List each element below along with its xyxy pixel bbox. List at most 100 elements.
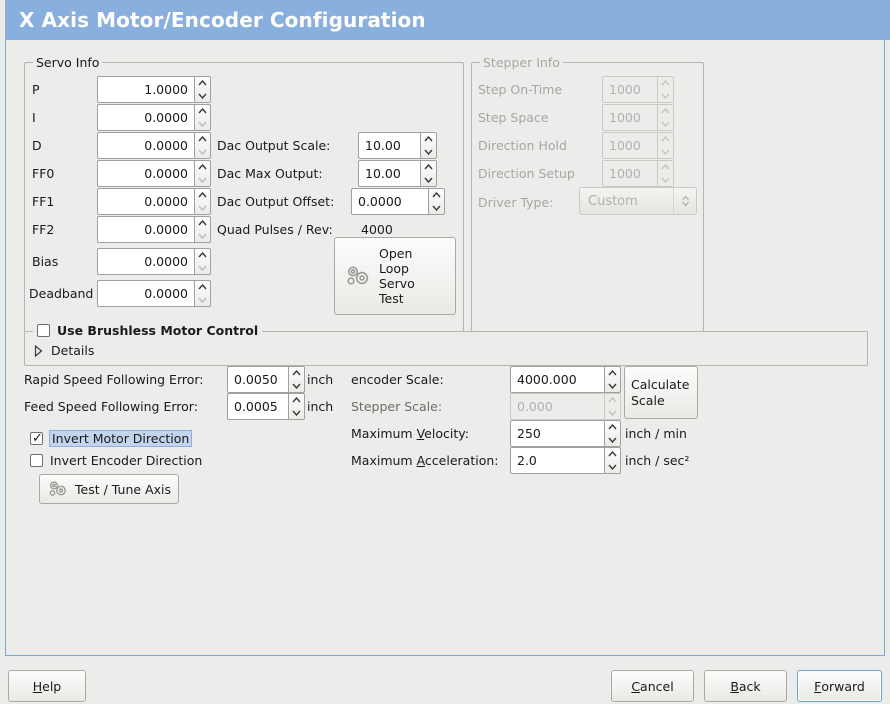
spin-down-icon — [195, 202, 210, 215]
spin-up-icon[interactable] — [195, 161, 210, 174]
servo-spin-deadband-value[interactable]: 0.0000 — [97, 280, 194, 307]
maximum-acceleration-spin[interactable]: 2.0 — [510, 447, 621, 474]
maximum-velocity-buttons[interactable] — [604, 420, 621, 447]
triangle-right-icon[interactable] — [34, 344, 43, 357]
dac-output-offset-value[interactable]: 0.0000 — [351, 188, 428, 215]
spin-down-icon[interactable] — [605, 380, 620, 393]
invert-motor-direction-checkbox[interactable]: ✓ Invert Motor Direction — [30, 430, 193, 447]
maximum-acceleration-value[interactable]: 2.0 — [510, 447, 604, 474]
servo-spin-bias[interactable]: 0.0000 — [97, 248, 211, 275]
dac-output-offset-buttons[interactable] — [428, 188, 445, 215]
dac-max-output-value[interactable]: 10.00 — [358, 160, 420, 187]
spin-up-icon — [658, 161, 673, 174]
calculate-scale-button[interactable]: Calculate Scale — [624, 366, 698, 419]
checkbox-box[interactable] — [30, 454, 43, 467]
details-expander[interactable]: Details — [34, 343, 94, 358]
maximum-acceleration-buttons[interactable] — [604, 447, 621, 474]
feed-speed-following-error-value[interactable]: 0.0005 — [227, 393, 288, 420]
servo-label-bias: Bias — [32, 254, 59, 269]
use-brushless-motor-control-checkbox[interactable]: Use Brushless Motor Control — [33, 323, 263, 338]
driver-type-combobox: Custom — [579, 187, 697, 215]
checkbox-box[interactable] — [37, 324, 50, 337]
spin-up-icon[interactable] — [195, 189, 210, 202]
servo-spin-ff2[interactable]: 0.0000 — [97, 216, 211, 243]
servo-spin-ff0-buttons[interactable] — [194, 160, 211, 187]
servo-spin-ff2-value[interactable]: 0.0000 — [97, 216, 194, 243]
spin-up-icon[interactable] — [289, 367, 304, 380]
spin-up-icon[interactable] — [421, 133, 436, 146]
dac-max-output-buttons[interactable] — [420, 160, 437, 187]
spin-down-icon[interactable] — [289, 380, 304, 393]
feed-speed-unit: inch — [307, 399, 334, 414]
help-mnemonic: H — [32, 678, 43, 694]
feed-speed-spin-buttons[interactable] — [288, 393, 305, 420]
spin-up-icon[interactable] — [429, 189, 444, 202]
encoder-scale-spin[interactable]: 4000.000 — [510, 366, 621, 393]
servo-spin-bias-value[interactable]: 0.0000 — [97, 248, 194, 275]
servo-spin-i-buttons[interactable] — [194, 104, 211, 131]
dac-output-scale-buttons[interactable] — [420, 132, 437, 159]
servo-spin-deadband-buttons[interactable] — [194, 280, 211, 307]
back-mnemonic: B — [730, 678, 739, 694]
spin-down-icon — [658, 118, 673, 131]
encoder-scale-value[interactable]: 4000.000 — [510, 366, 604, 393]
spin-up-icon[interactable] — [605, 421, 620, 434]
dac-max-output-spin[interactable]: 10.00 — [358, 160, 437, 187]
spin-up-icon[interactable] — [605, 448, 620, 461]
spin-up-icon[interactable] — [605, 367, 620, 380]
spin-up-icon[interactable] — [195, 133, 210, 146]
spin-up-icon — [658, 133, 673, 146]
servo-spin-p-value[interactable]: 1.0000 — [97, 76, 194, 103]
step-space-buttons — [657, 104, 674, 131]
spin-up-icon[interactable] — [195, 249, 210, 262]
maximum-velocity-value[interactable]: 250 — [510, 420, 604, 447]
invert-encoder-direction-checkbox[interactable]: Invert Encoder Direction — [30, 453, 202, 468]
servo-spin-i-value[interactable]: 0.0000 — [97, 104, 194, 131]
servo-spin-d[interactable]: 0.0000 — [97, 132, 211, 159]
servo-spin-ff0-value[interactable]: 0.0000 — [97, 160, 194, 187]
servo-spin-bias-buttons[interactable] — [194, 248, 211, 275]
test-tune-axis-button[interactable]: Test / Tune Axis — [39, 474, 179, 504]
spin-down-icon[interactable] — [429, 202, 444, 215]
dac-output-scale-spin[interactable]: 10.00 — [358, 132, 437, 159]
invert-encoder-direction-label: Invert Encoder Direction — [50, 453, 203, 468]
servo-spin-ff1-value[interactable]: 0.0000 — [97, 188, 194, 215]
spin-up-icon[interactable] — [195, 281, 210, 294]
spin-up-icon[interactable] — [195, 217, 210, 230]
spin-down-icon[interactable] — [289, 407, 304, 420]
spin-up-icon[interactable] — [289, 394, 304, 407]
servo-spin-ff2-buttons[interactable] — [194, 216, 211, 243]
rapid-speed-following-error-value[interactable]: 0.0050 — [227, 366, 288, 393]
servo-spin-p-buttons[interactable] — [194, 76, 211, 103]
spin-up-icon[interactable] — [421, 161, 436, 174]
servo-spin-ff1-buttons[interactable] — [194, 188, 211, 215]
spin-up-icon[interactable] — [195, 105, 210, 118]
spin-down-icon[interactable] — [421, 174, 436, 187]
dac-output-offset-spin[interactable]: 0.0000 — [351, 188, 445, 215]
rapid-speed-following-error-spin[interactable]: 0.0050 — [227, 366, 305, 393]
step-on-time-label: Step On-Time — [478, 82, 563, 97]
servo-spin-deadband[interactable]: 0.0000 — [97, 280, 211, 307]
servo-spin-ff0[interactable]: 0.0000 — [97, 160, 211, 187]
maximum-velocity-spin[interactable]: 250 — [510, 420, 621, 447]
servo-spin-ff1[interactable]: 0.0000 — [97, 188, 211, 215]
servo-spin-p[interactable]: 1.0000 — [97, 76, 211, 103]
spin-up-icon[interactable] — [195, 77, 210, 90]
spin-down-icon[interactable] — [605, 461, 620, 474]
rapid-speed-spin-buttons[interactable] — [288, 366, 305, 393]
servo-spin-d-value[interactable]: 0.0000 — [97, 132, 194, 159]
feed-speed-following-error-spin[interactable]: 0.0005 — [227, 393, 305, 420]
encoder-scale-buttons[interactable] — [604, 366, 621, 393]
servo-spin-i[interactable]: 0.0000 — [97, 104, 211, 131]
spin-down-icon[interactable] — [605, 434, 620, 447]
spin-down-icon[interactable] — [421, 146, 436, 159]
spin-down-icon[interactable] — [195, 90, 210, 103]
open-loop-servo-test-button[interactable]: Open Loop Servo Test — [334, 237, 456, 315]
checkbox-box[interactable]: ✓ — [30, 432, 43, 445]
servo-spin-d-buttons[interactable] — [194, 132, 211, 159]
dac-output-scale-value[interactable]: 10.00 — [358, 132, 420, 159]
